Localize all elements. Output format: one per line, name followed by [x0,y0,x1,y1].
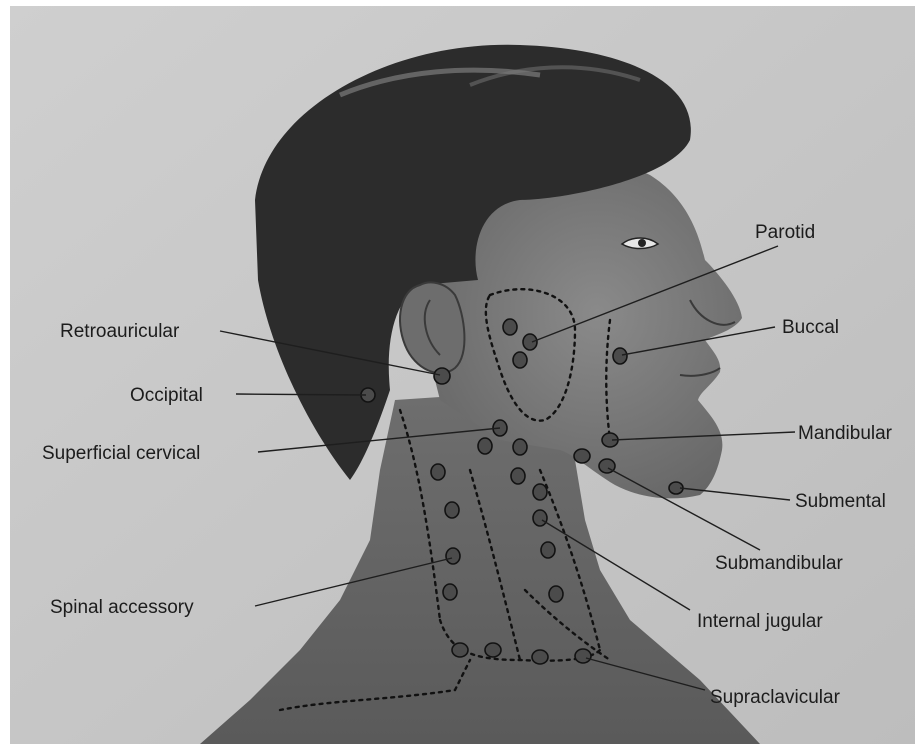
lymph-node [511,468,525,484]
label-superficial-cervical: Superficial cervical [42,443,200,464]
lymph-node [575,649,591,663]
label-buccal: Buccal [782,317,839,338]
lymph-node [452,643,468,657]
label-parotid: Parotid [755,222,815,243]
lymph-node [613,348,627,364]
lymph-node [478,438,492,454]
lymph-node [533,484,547,500]
label-spinal-accessory: Spinal accessory [50,597,194,618]
lymph-node [434,368,450,384]
lymph-node [445,502,459,518]
label-internal-jugular: Internal jugular [697,611,823,632]
pupil [638,239,646,247]
lymph-node [513,352,527,368]
lymph-node [532,650,548,664]
lymph-node [485,643,501,657]
lymph-node [513,439,527,455]
lymph-node [443,584,457,600]
lymph-node [446,548,460,564]
label-occipital: Occipital [130,385,203,406]
label-submental: Submental [795,491,886,512]
lymph-node [533,510,547,526]
lymph-node [503,319,517,335]
lymph-node [549,586,563,602]
lymph-node [574,449,590,463]
lymph-node [523,334,537,350]
lymph-node [431,464,445,480]
lymph-node [541,542,555,558]
label-mandibular: Mandibular [798,423,893,444]
label-submandibular: Submandibular [715,553,843,574]
label-supraclavicular: Supraclavicular [710,687,841,708]
leader-occipital [236,394,366,395]
label-retroauricular: Retroauricular [60,321,180,342]
